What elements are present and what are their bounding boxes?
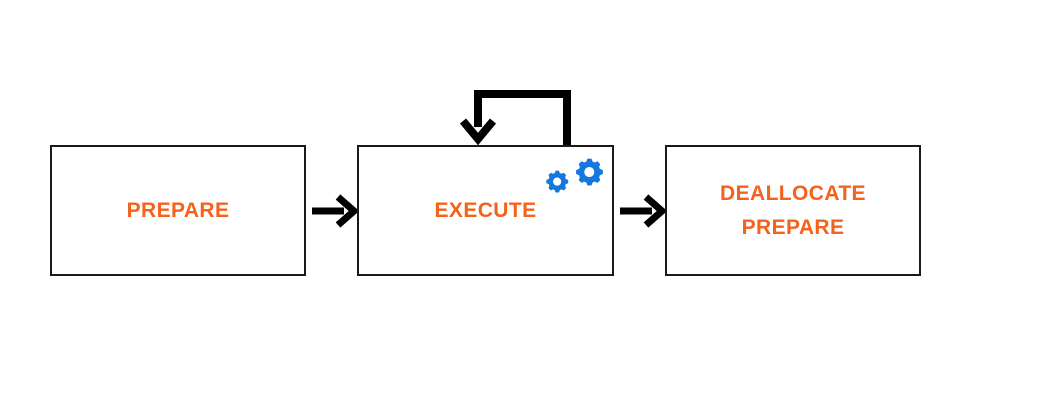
gear-small-icon xyxy=(546,170,569,193)
stage-label-prepare: PREPARE xyxy=(126,198,230,222)
stage-box-execute[interactable]: EXECUTE xyxy=(357,145,614,276)
stage-label-deallocate-prepare: PREPARE xyxy=(741,215,845,239)
gears-icon-svg xyxy=(546,158,603,193)
gears-icon xyxy=(546,158,606,200)
arrow-prepare-to-execute xyxy=(310,190,360,232)
stage-label-deallocate: DEALLOCATE xyxy=(720,181,866,205)
stage-label-execute: EXECUTE xyxy=(434,198,537,222)
arrow-execute-to-deallocate xyxy=(618,190,668,232)
loop-arrow-down-icon xyxy=(459,90,571,146)
loop-arrow-execute xyxy=(455,85,585,147)
stage-box-deallocate-prepare[interactable]: DEALLOCATE PREPARE xyxy=(665,145,921,276)
right-arrow-icon xyxy=(620,194,668,228)
right-arrow-icon xyxy=(312,194,360,228)
stage-box-prepare[interactable]: PREPARE xyxy=(50,145,306,276)
gear-large-icon xyxy=(576,158,603,186)
